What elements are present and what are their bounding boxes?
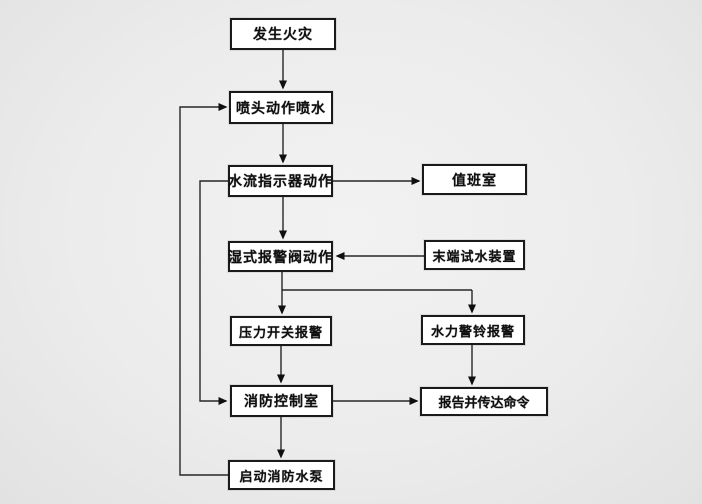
node-pressure-switch-alarm: 压力开关报警 (230, 316, 332, 346)
node-duty-room: 值班室 (422, 164, 527, 195)
node-sprinkler-head-sprays: 喷头动作喷水 (229, 91, 333, 124)
node-report-and-relay-orders: 报告并传达命令 (420, 387, 548, 416)
edge-pump-sprinkler (179, 103, 228, 476)
node-hydraulic-alarm-bell: 水力警铃报警 (421, 315, 525, 345)
node-fire-occurs: 发生火灾 (230, 18, 336, 50)
edge-wet-branch (281, 272, 472, 291)
node-start-fire-pump: 启动消防水泵 (228, 460, 335, 490)
edge-flow-control (199, 180, 228, 405)
node-wet-alarm-valve: 湿式报警阀动作 (228, 241, 333, 272)
node-fire-control-room: 消防控制室 (230, 385, 333, 417)
node-water-flow-indicator: 水流指示器动作 (228, 165, 333, 197)
node-end-test-device: 末端试水装置 (424, 240, 525, 270)
